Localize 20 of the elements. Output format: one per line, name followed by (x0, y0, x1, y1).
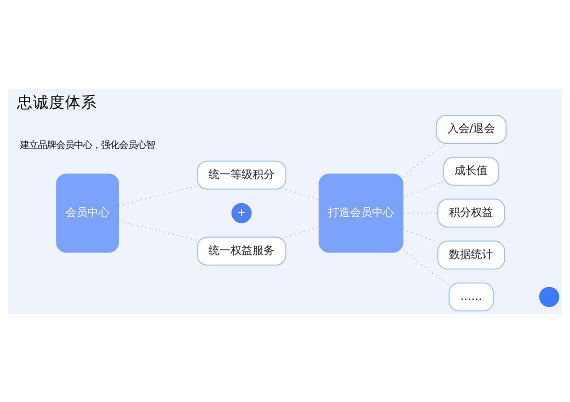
connector (402, 180, 444, 198)
node-box: 积分权益 (437, 198, 505, 227)
node-box: 成长值 (443, 156, 500, 186)
connector (286, 226, 320, 237)
node-circle (539, 286, 560, 307)
node-circle: + (231, 202, 252, 223)
node-box: 入会/退会 (436, 114, 506, 144)
node-box: 统一权益服务 (196, 236, 286, 265)
connector (286, 188, 320, 200)
label: 建立品牌会员中心，强化会员心智 (20, 140, 156, 151)
connector (118, 185, 198, 206)
connector (402, 142, 447, 176)
node-box: 打造会员中心 (318, 173, 404, 252)
node-box: 统一等级积分 (196, 160, 286, 189)
node-box: 数据统计 (437, 240, 505, 269)
connector (118, 220, 198, 240)
node-box: 会员中心 (56, 173, 119, 252)
diagram-title: 忠诚度体系 (16, 93, 97, 112)
node-box: …… (448, 282, 494, 311)
connector (402, 248, 450, 284)
